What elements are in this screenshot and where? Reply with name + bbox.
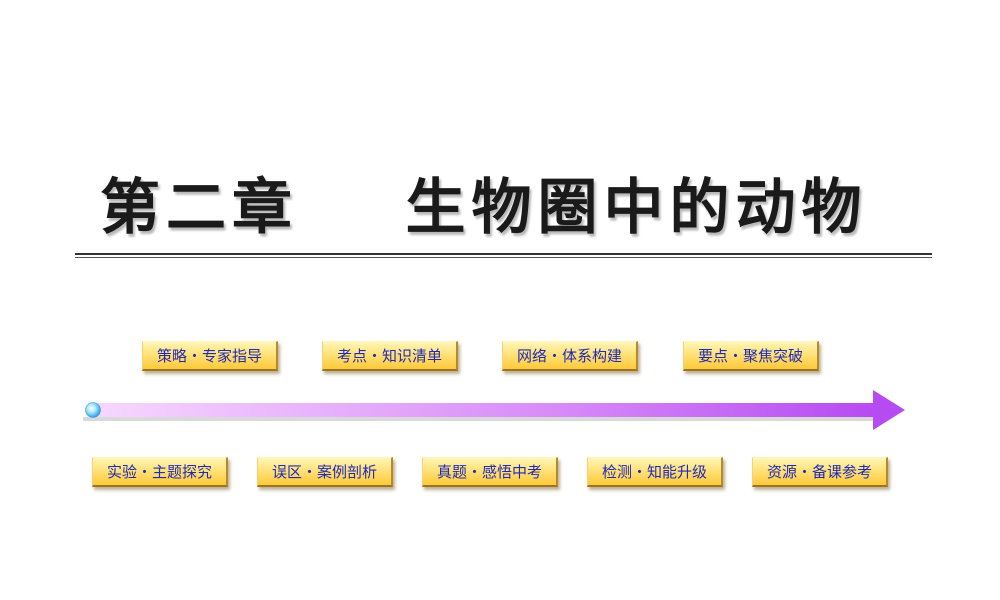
nav-button-mistakes[interactable]: 误区・案例剖析 [257, 457, 393, 487]
nav-button-keypoints[interactable]: 要点・聚焦突破 [683, 341, 819, 371]
nav-button-label: 考点・知识清单 [336, 347, 442, 365]
nav-button-label: 误区・案例剖析 [271, 463, 377, 481]
nav-button-label: 要点・聚焦突破 [697, 347, 803, 365]
nav-button-label: 真题・感悟中考 [436, 463, 542, 481]
arrow-right-icon [873, 390, 905, 430]
nav-button-strategy[interactable]: 策略・专家指导 [142, 341, 278, 371]
arrow-shadow [83, 417, 875, 421]
timeline-arrow [83, 390, 905, 430]
title-divider-top [75, 253, 932, 255]
nav-button-knowledge[interactable]: 考点・知识清单 [322, 341, 458, 371]
arrow-shaft [89, 403, 875, 417]
nav-button-label: 网络・体系构建 [516, 347, 622, 365]
nav-button-label: 实验・主题探究 [106, 463, 212, 481]
nav-button-label: 资源・备课参考 [766, 463, 872, 481]
nav-button-exam[interactable]: 真题・感悟中考 [422, 457, 558, 487]
nav-button-label: 检测・知能升级 [601, 463, 707, 481]
title-divider-bottom [75, 257, 932, 258]
nav-button-test[interactable]: 检测・知能升级 [587, 457, 723, 487]
dot-icon [85, 402, 101, 418]
page-title: 第二章 生物圈中的动物 [100, 173, 868, 243]
nav-button-network[interactable]: 网络・体系构建 [502, 341, 638, 371]
nav-button-label: 策略・专家指导 [156, 347, 262, 365]
nav-button-resources[interactable]: 资源・备课参考 [752, 457, 888, 487]
nav-button-experiment[interactable]: 实验・主题探究 [92, 457, 228, 487]
